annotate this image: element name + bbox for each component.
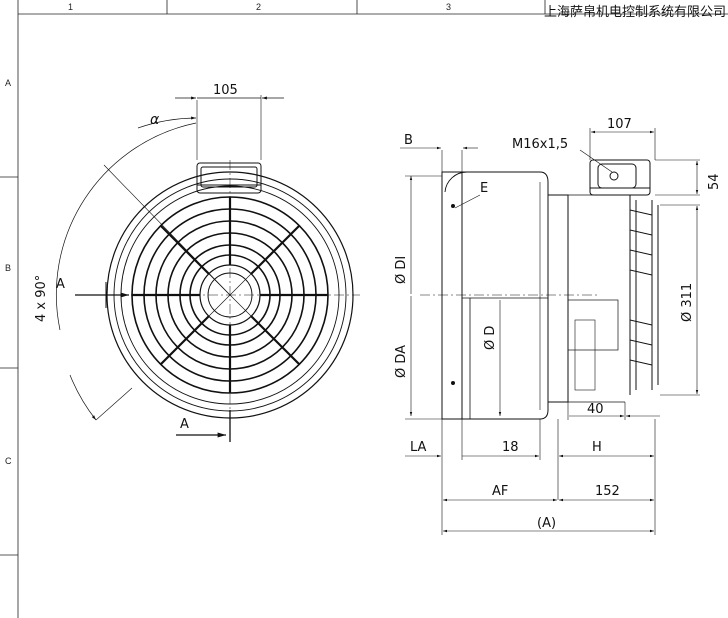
dim-la: LA xyxy=(410,440,427,455)
front-view xyxy=(56,95,360,442)
dim-b: B xyxy=(404,133,413,148)
dim-da: Ø DA xyxy=(394,345,409,378)
housing xyxy=(462,171,549,420)
zone-column-1: 1 xyxy=(68,2,74,12)
dim-311: Ø 311 xyxy=(680,283,695,322)
dim-af: AF xyxy=(492,484,508,499)
zone-row-a: A xyxy=(5,78,12,88)
dim-54: 54 xyxy=(707,173,722,190)
zone-row-c: C xyxy=(5,456,12,466)
dim-40: 40 xyxy=(587,402,604,417)
dim-total: (A) xyxy=(537,516,556,531)
motor-housing xyxy=(548,194,569,403)
zone-row-b: B xyxy=(5,263,12,273)
dim-d: Ø D xyxy=(483,326,498,350)
detail-e: E xyxy=(480,181,488,196)
section-mark-left: A xyxy=(56,277,65,292)
terminal-box-front xyxy=(196,162,262,194)
section-mark-bottom: A xyxy=(180,417,189,432)
dim-107: 107 xyxy=(607,117,632,132)
dim-h: H xyxy=(592,440,602,455)
angle-4x90: 4 x 90° xyxy=(34,275,49,322)
side-view xyxy=(400,128,700,535)
zone-column-2: 2 xyxy=(256,2,262,12)
zone-column-3: 3 xyxy=(446,2,452,12)
thread-spec: M16x1,5 xyxy=(512,137,568,152)
guard-fins xyxy=(629,195,659,395)
company-name: 上海萨帛机电控制系统有限公司 xyxy=(543,5,726,20)
dim-18: 18 xyxy=(502,440,519,455)
dim-105: 105 xyxy=(213,83,238,98)
angle-alpha: α xyxy=(150,112,160,128)
dim-152: 152 xyxy=(595,484,620,499)
dim-di: Ø DI xyxy=(394,256,409,284)
terminal-box-side xyxy=(589,159,651,196)
